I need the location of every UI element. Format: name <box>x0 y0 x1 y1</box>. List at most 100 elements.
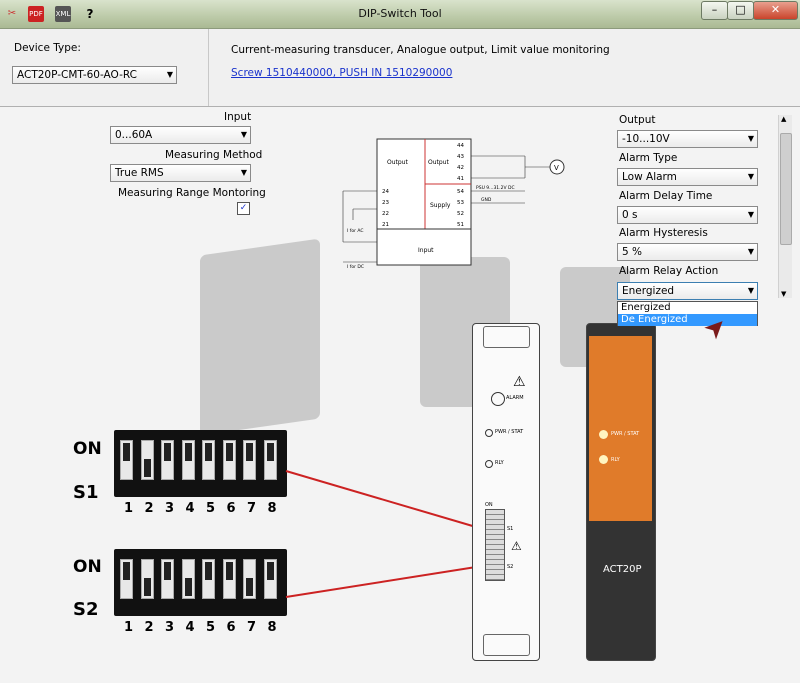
dip-toggle[interactable] <box>263 440 277 480</box>
minimize-button[interactable]: – <box>701 1 728 20</box>
device-type-value: ACT20P-CMT-60-AO-RC <box>17 69 137 81</box>
terminal-block <box>483 326 530 348</box>
dip-toggle-knob <box>164 443 171 461</box>
chevron-down-icon: ▼ <box>747 172 754 181</box>
dip-toggle[interactable] <box>120 559 133 599</box>
psu-label: PSU 9...31.2V DC <box>476 185 515 191</box>
chevron-down-icon: ▼ <box>747 286 754 295</box>
dip-toggle[interactable] <box>161 440 174 480</box>
dip-toggle[interactable] <box>161 559 174 599</box>
pin-label: 21 <box>382 222 389 228</box>
scroll-down-icon[interactable]: ▼ <box>781 290 787 298</box>
device-orange-panel <box>589 336 652 521</box>
dip-toggle[interactable] <box>243 440 256 480</box>
s1-connector-line <box>285 470 477 528</box>
input-select[interactable]: 0...60A▼ <box>110 126 251 144</box>
maximize-button[interactable]: □ <box>727 1 754 20</box>
connector-lines <box>285 470 477 598</box>
dip-toggle[interactable] <box>202 559 215 599</box>
dip-toggle[interactable] <box>263 559 277 599</box>
delay-label: Alarm Delay Time <box>619 190 713 202</box>
dip-toggle-knob <box>246 443 253 461</box>
output-select[interactable]: -10...10V▼ <box>617 130 758 148</box>
device-type-label: Device Type: <box>14 42 81 54</box>
scrollbar-thumb[interactable] <box>780 133 792 245</box>
chevron-down-icon: ▼ <box>747 134 754 143</box>
dip-toggle-knob <box>143 578 151 596</box>
diagram-input: Input <box>418 247 434 254</box>
pin-label: 51 <box>457 222 464 228</box>
method-select[interactable]: True RMS▼ <box>110 164 251 182</box>
diagram-supply: Supply <box>430 202 451 209</box>
dip-number: 2 <box>144 620 154 635</box>
device-description: Current-measuring transducer, Analogue o… <box>231 44 610 56</box>
range-monitoring-checkbox[interactable]: ✓ <box>237 202 250 215</box>
wiring-diagram: Output Output Supply Input 44 43 42 41 5… <box>342 138 565 270</box>
relay-option-de-energized[interactable]: De Energized <box>618 314 757 326</box>
terminal-block <box>483 634 530 656</box>
hysteresis-value: 5 % <box>622 246 642 258</box>
pin-label: 53 <box>457 200 464 206</box>
device-s2-text: S2 <box>507 564 514 570</box>
dip-toggle[interactable] <box>181 440 195 480</box>
dip-toggle[interactable] <box>181 559 195 599</box>
delay-value: 0 s <box>622 209 638 221</box>
dip-number: 3 <box>165 620 175 635</box>
s2-label: S2 <box>73 599 99 620</box>
article-link[interactable]: Screw 1510440000, PUSH IN 1510290000 <box>231 67 453 79</box>
dip-toggle[interactable] <box>140 559 154 599</box>
dip-toggle-knob <box>123 562 130 580</box>
dip-toggle[interactable] <box>120 440 133 480</box>
pin-label: 42 <box>457 165 464 171</box>
window-title: DIP-Switch Tool <box>358 7 442 20</box>
dip-toggle-knob <box>123 443 130 461</box>
pin-label: 22 <box>382 211 389 217</box>
dip-toggle[interactable] <box>222 559 236 599</box>
alarm-type-select[interactable]: Low Alarm▼ <box>617 168 758 186</box>
dip-toggle[interactable] <box>202 440 215 480</box>
warning-icon: ⚠ <box>513 374 526 390</box>
chevron-down-icon: ▼ <box>166 70 173 79</box>
help-button[interactable]: ? <box>86 7 94 21</box>
background-device-image <box>200 238 320 436</box>
pin-label: 43 <box>457 154 464 160</box>
device-type-select[interactable]: ACT20P-CMT-60-AO-RC ▼ <box>12 66 177 84</box>
pin-label: 54 <box>457 189 464 195</box>
close-button[interactable]: ✕ <box>753 1 798 20</box>
pwr-text: PWR / STAT <box>495 429 524 435</box>
divider <box>208 29 209 106</box>
device-brand: ACT20P <box>603 564 642 575</box>
scrollbar[interactable]: ▲ ▼ <box>778 115 792 298</box>
dc-label: I for DC <box>347 264 364 270</box>
delay-select[interactable]: 0 s▼ <box>617 206 758 224</box>
dip-number: 7 <box>247 501 257 516</box>
pwr-led-icon <box>485 429 493 437</box>
pin-label: 23 <box>382 200 389 206</box>
hysteresis-label: Alarm Hysteresis <box>619 227 708 239</box>
device-front-orange: PWR / STAT RLY ACT20P <box>586 323 656 661</box>
method-value: True RMS <box>115 167 164 179</box>
device-s1-text: S1 <box>507 526 514 532</box>
scroll-up-icon[interactable]: ▲ <box>781 115 787 123</box>
input-label: Input <box>224 111 252 123</box>
relay-action-select[interactable]: Energized ▼ <box>617 282 758 300</box>
alarm-type-label: Alarm Type <box>619 152 678 164</box>
rly-led-icon <box>599 455 608 464</box>
range-monitoring-label: Measuring Range Montoring <box>118 187 266 199</box>
device-on-text: ON <box>485 502 493 508</box>
ac-label: I for AC <box>347 228 364 234</box>
output-label: Output <box>619 114 656 126</box>
diagram-box <box>376 138 472 266</box>
dip-toggle-knob <box>205 562 212 580</box>
xml-icon[interactable]: XML <box>55 6 71 22</box>
pdf-icon[interactable]: PDF <box>28 6 44 22</box>
dip-toggle[interactable] <box>140 440 154 480</box>
dip-toggle[interactable] <box>222 440 236 480</box>
relay-option-energized[interactable]: Energized <box>621 302 671 313</box>
hysteresis-select[interactable]: 5 % ▼ <box>617 243 758 261</box>
dip-toggle[interactable] <box>243 559 256 599</box>
dip-number: 5 <box>206 501 216 516</box>
dip-toggle-knob <box>225 443 233 461</box>
relay-action-value: Energized <box>622 285 675 297</box>
chevron-down-icon: ▼ <box>747 247 754 256</box>
